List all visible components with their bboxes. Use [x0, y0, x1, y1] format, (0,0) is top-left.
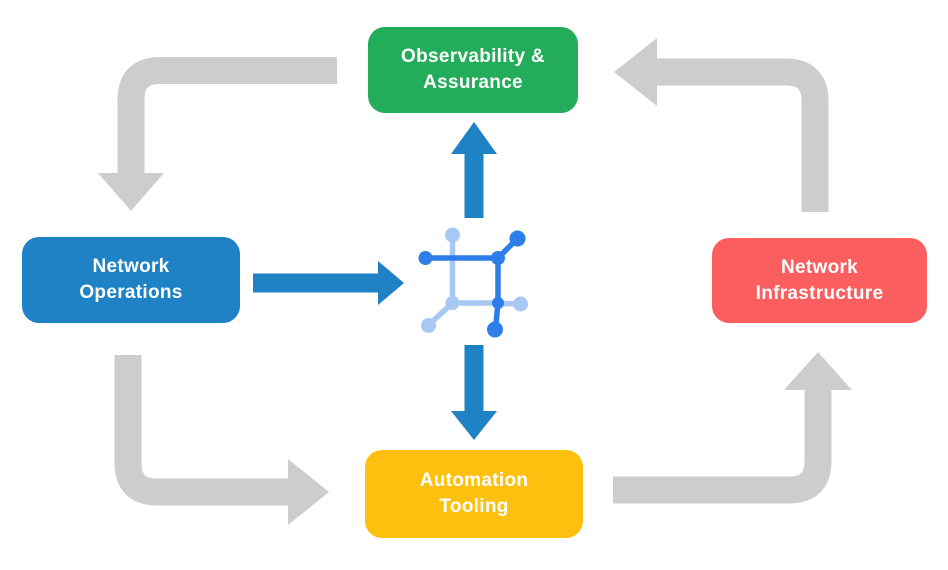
- icon-dots-dark: [418, 230, 526, 338]
- arrow-shaft: [657, 58, 829, 212]
- node-label-line: Network: [780, 256, 859, 278]
- cycle-arrow-left-to-bottom: [114, 355, 329, 525]
- blue-arrow-center-to-bottom: [451, 345, 497, 440]
- node-automation-tooling: Automation Tooling: [365, 450, 583, 538]
- arrow-head-down-icon: [98, 173, 164, 211]
- node-label-line: Network: [92, 256, 170, 278]
- cycle-arrow-right-to-top: [614, 38, 829, 212]
- icon-dots-light: [421, 227, 528, 333]
- node-network-operations: Network Operations: [22, 237, 240, 323]
- node-network-infrastructure: Network Infrastructure: [712, 238, 927, 323]
- arrow-head-right-icon: [288, 459, 329, 525]
- arrow-head-up-icon: [784, 352, 852, 390]
- arrow-shaft: [114, 355, 288, 506]
- node-observability-assurance: Observability & Assurance: [368, 27, 578, 113]
- arrow-head-down-icon: [451, 411, 497, 440]
- arrow-shaft: [117, 57, 337, 174]
- arrow-shaft: [613, 390, 832, 504]
- arrow-head-left-icon: [614, 38, 657, 106]
- node-label-line: Tooling: [439, 496, 509, 517]
- node-label-line: Operations: [79, 282, 183, 303]
- cycle-arrow-top-to-left: [98, 57, 337, 211]
- blue-arrow-center-to-top: [451, 122, 497, 218]
- node-label-line: Assurance: [423, 72, 523, 93]
- arrow-head-right-icon: [378, 261, 404, 305]
- blue-arrow-left-to-center: [253, 261, 404, 305]
- arrow-head-up-icon: [451, 122, 497, 154]
- network-mesh-icon: [418, 227, 528, 338]
- cycle-arrow-bottom-to-right: [613, 352, 852, 504]
- node-label-line: Observability &: [401, 46, 545, 68]
- node-label-line: Automation: [419, 470, 529, 492]
- node-label-line: Infrastructure: [755, 282, 884, 304]
